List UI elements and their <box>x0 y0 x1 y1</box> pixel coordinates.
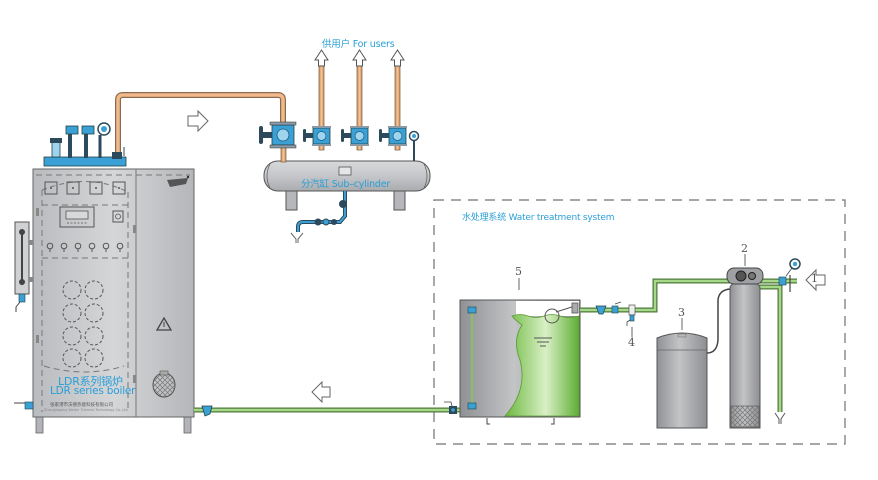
sub-cylinder-valves <box>259 121 420 161</box>
water-treatment-boundary <box>433 199 846 445</box>
user-pipe-2 <box>352 49 367 151</box>
brine-line <box>706 288 731 354</box>
inlet-gauge-assembly <box>778 258 801 292</box>
boiler-top-instruments <box>43 122 127 167</box>
flow-arrow-left <box>311 380 331 404</box>
softener-drain-pipe <box>756 284 786 424</box>
soft-water-tank <box>459 299 581 425</box>
user-pipe-1 <box>314 49 329 151</box>
inlet-pressure-gauge-icon <box>789 258 801 270</box>
brine-tank <box>656 288 731 429</box>
manufacturer-name-en: Zhangjiagang Walter Thermal Technology C… <box>44 408 129 412</box>
boiler <box>14 122 195 434</box>
boiler-pressure-gauge-icon <box>97 122 111 136</box>
sub-cylinder <box>263 129 431 211</box>
boiler-label-en: LDR series boiler <box>50 385 136 397</box>
user-supply-pipes <box>314 49 405 151</box>
warning-triangle-icon <box>155 316 173 331</box>
drain-funnel-icon <box>774 412 786 424</box>
up-arrow-icon <box>352 49 367 67</box>
feed-strainer-icon <box>201 405 213 417</box>
user-pipe-3 <box>390 49 405 151</box>
callout-4: 4 <box>628 336 635 349</box>
drain-funnel-icon <box>290 232 304 243</box>
for-users-label: 供用户 For users <box>322 39 395 50</box>
up-arrow-icon <box>390 49 405 67</box>
feed-valve <box>444 401 457 414</box>
steam-main-pipe <box>115 92 286 158</box>
callout-leaders <box>518 254 746 337</box>
sub-cylinder-drain <box>290 191 347 243</box>
main-steam-valve <box>259 121 297 149</box>
control-valve-head <box>726 267 764 285</box>
softener-outlet-pipe <box>580 278 797 326</box>
sampling-valve <box>626 304 636 326</box>
water-treatment-label: 水处理系统 Water treatment system <box>462 213 615 223</box>
brand-logo-icon <box>167 175 190 187</box>
user-valve-2 <box>341 126 369 146</box>
callout-1: 1 <box>811 272 818 285</box>
user-valve-1 <box>303 126 331 146</box>
pressure-gauge-icon <box>408 130 420 161</box>
up-arrow-icon <box>314 49 329 67</box>
float-valve <box>544 302 579 324</box>
manufacturer-name-cn: 张家港市沃德热能科技有限公司 <box>50 403 113 408</box>
strainer-icon <box>595 305 607 315</box>
softener-vessel <box>726 258 801 429</box>
emergency-switch-icon <box>112 210 124 223</box>
callout-2: 2 <box>741 242 748 255</box>
fan-grille-icon <box>152 370 176 398</box>
indicator-meters <box>44 181 126 195</box>
boiler-drain-valve <box>14 401 34 410</box>
feed-water-pipe <box>194 401 465 417</box>
flow-arrow-right <box>187 109 209 133</box>
sub-cylinder-label: 分汽缸 Sub–cylinder <box>301 179 391 190</box>
water-level-gauge <box>14 221 33 312</box>
control-knobs <box>46 242 124 252</box>
user-valve-3 <box>379 126 407 146</box>
callout-5: 5 <box>515 265 522 278</box>
heating-elements <box>62 280 104 368</box>
callout-3: 3 <box>678 306 685 319</box>
inlet-flow-arrow <box>805 268 826 292</box>
water-level-symbol-icon <box>534 337 552 347</box>
boiler-label-cn: LDR系列锅炉 <box>58 375 123 388</box>
control-panel-display <box>59 206 95 228</box>
